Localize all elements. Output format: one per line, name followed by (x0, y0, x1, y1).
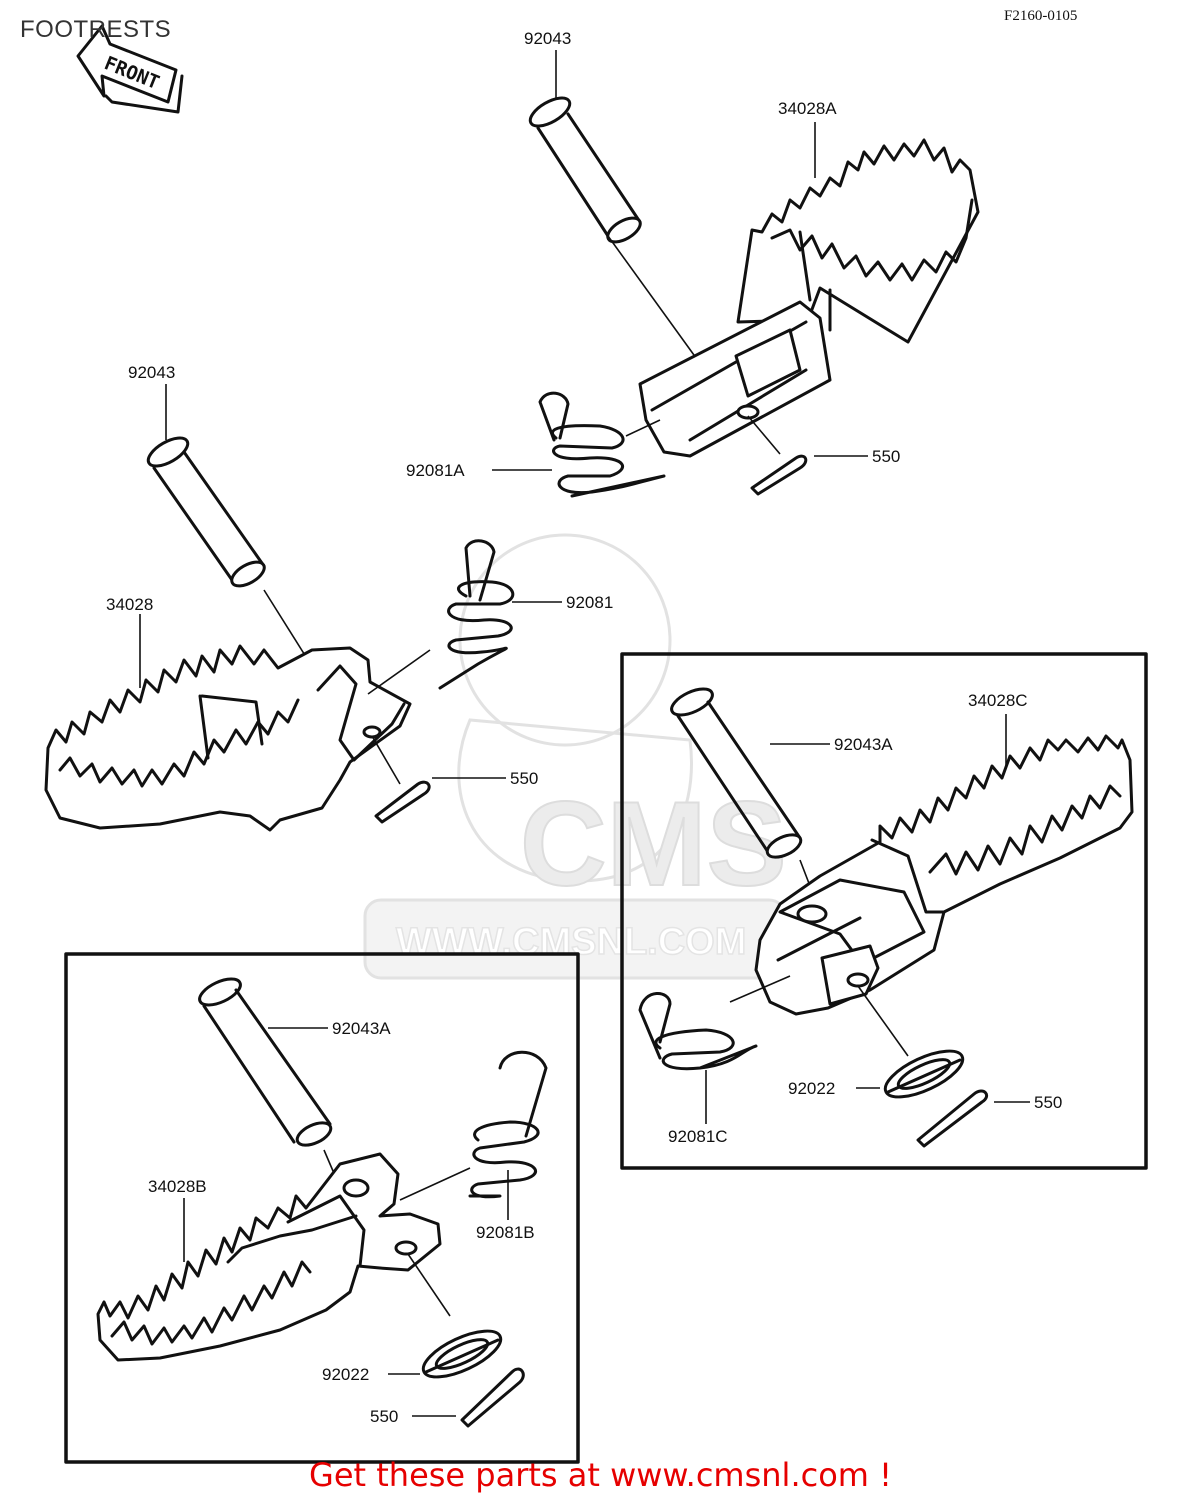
callout-bottom-spring[interactable]: 92081B (476, 1223, 535, 1242)
watermark-cms: CMS (520, 777, 787, 911)
right-box (620, 652, 1148, 1170)
right-spring (638, 992, 758, 1071)
bottom-box (64, 952, 580, 1464)
callout-left-footrest[interactable]: 34028 (106, 595, 153, 614)
diagram-code: F2160-0105 (1004, 8, 1078, 24)
page-title: FOOTRESTS (20, 16, 172, 43)
callout-bottom-footrest[interactable]: 34028B (148, 1177, 207, 1196)
left-spring (438, 539, 515, 690)
callout-right-spring[interactable]: 92081C (668, 1127, 728, 1146)
callout-top-spring[interactable]: 92081A (406, 461, 465, 480)
callout-right-washer[interactable]: 92022 (788, 1079, 835, 1098)
cms-watermark: CMS WWW.CMSNL.COM (363, 533, 788, 980)
left-footrest (44, 644, 431, 832)
top-footrest (625, 138, 980, 458)
bottom-cotter-pin (460, 1367, 525, 1428)
right-washer (883, 1049, 965, 1099)
top-footrest-assembly (528, 96, 980, 498)
callout-left-cotter[interactable]: 550 (510, 769, 538, 788)
callout-top-cotter[interactable]: 550 (872, 447, 900, 466)
right-cotter-pin (916, 1089, 988, 1148)
callout-right-pin[interactable]: 92043A (834, 735, 893, 754)
top-cotter-pin (750, 454, 808, 496)
callout-labels: 92043 34028A 92081A 550 92043 34028 9208… (106, 29, 1062, 1426)
left-footrest-assembly (44, 436, 515, 832)
left-pin (146, 436, 319, 677)
top-spring (538, 391, 666, 498)
callout-right-footrest[interactable]: 34028C (968, 691, 1028, 710)
callout-left-pin[interactable]: 92043 (128, 363, 175, 382)
callout-top-footrest[interactable]: 34028A (778, 99, 837, 118)
bottom-pin (198, 977, 337, 1179)
right-pin (670, 687, 821, 913)
bottom-footrest (96, 1152, 471, 1362)
left-cotter-pin (374, 780, 431, 824)
callout-top-pin[interactable]: 92043 (524, 29, 571, 48)
callout-right-cotter[interactable]: 550 (1034, 1093, 1062, 1112)
right-footrest (729, 734, 1134, 1057)
bottom-washer (421, 1329, 503, 1379)
leader-lines (139, 50, 1030, 1417)
callout-bottom-cotter[interactable]: 550 (370, 1407, 398, 1426)
footer-link[interactable]: Get these parts at www.cmsnl.com ! (309, 1456, 892, 1494)
top-pin (528, 96, 713, 381)
callout-bottom-pin[interactable]: 92043A (332, 1019, 391, 1038)
callout-left-spring[interactable]: 92081 (566, 593, 613, 612)
callout-bottom-washer[interactable]: 92022 (322, 1365, 369, 1384)
watermark-url: WWW.CMSNL.COM (396, 921, 746, 963)
bottom-spring (468, 1050, 548, 1199)
